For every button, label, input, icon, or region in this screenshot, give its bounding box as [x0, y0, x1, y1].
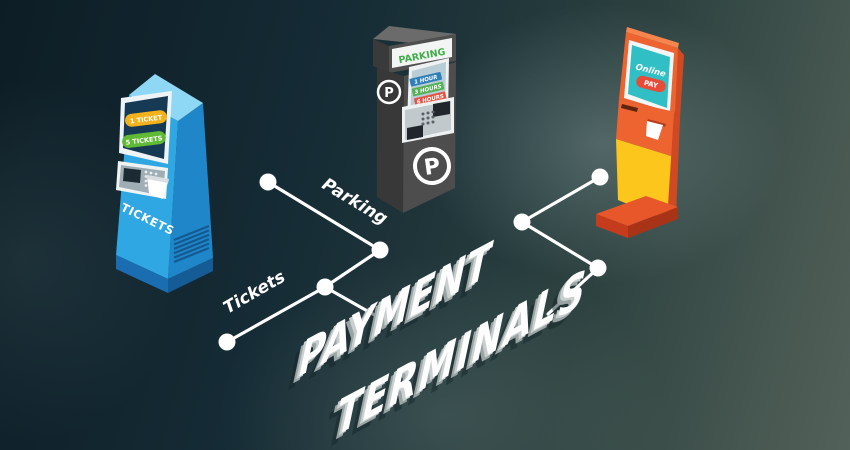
six-hours-button [413, 91, 447, 107]
meter-keypad-keys [421, 110, 435, 126]
pay-button: PAY [636, 75, 666, 93]
connector-dot [218, 333, 236, 351]
one-hour-button [409, 71, 443, 87]
kiosk-front-panel [616, 139, 674, 221]
kiosk-screen [628, 45, 670, 108]
connector-dot [513, 213, 531, 231]
pay-button-label: PAY [643, 79, 660, 90]
kiosk-receipt [646, 121, 663, 140]
connector-dot [259, 173, 277, 191]
big-p-badge: P [413, 147, 451, 185]
connector-right [518, 175, 602, 316]
ticket-machine-side-face [168, 103, 213, 279]
parking-sign-panel [392, 38, 452, 68]
parking-meter: PARKING P 1 HOUR 3 HOURS 6 HOURS [373, 26, 456, 213]
kiosk-head-side [674, 48, 684, 118]
connector-left [225, 180, 387, 344]
kiosk-neck-front [616, 99, 675, 157]
small-p-badge: P [376, 79, 402, 105]
connector-right-dots [513, 168, 609, 277]
small-p-symbol: P [384, 86, 394, 101]
big-p-symbol: P [422, 154, 441, 181]
kiosk-body-side [667, 112, 680, 221]
duration-buttons: 1 HOUR 3 HOURS 6 HOURS [409, 71, 447, 107]
one-ticket-button: 1 TICKET [125, 110, 167, 127]
tickets-line-label: Tickets [220, 267, 289, 318]
connector-left-branch [323, 285, 387, 323]
meter-body-left-face [377, 68, 404, 213]
printed-ticket-fold [147, 175, 169, 183]
connector-dot [371, 241, 389, 259]
kiosk-head-top-strip [626, 27, 679, 48]
three-hours-button [411, 81, 445, 97]
ticket-machine-base-side [168, 258, 213, 293]
title-3d: PAYMENT PAYMENT PAYMENT PAYMENT TERMINAL… [282, 229, 593, 450]
connector-dot [589, 259, 607, 277]
connector-right-line [518, 175, 602, 316]
connector-left-dots [218, 173, 389, 351]
connector-left-line [225, 180, 383, 344]
connector-dot [591, 168, 609, 186]
ticket-screen [123, 96, 168, 159]
meter-cap-front [373, 39, 389, 73]
kiosk-card-slot [621, 104, 638, 112]
one-hour-label: 1 HOUR [414, 75, 438, 86]
kiosk-base-front [596, 214, 628, 238]
ticket-machine-base-front [116, 255, 168, 293]
meter-keypad-display-bottom [407, 125, 423, 140]
vent-lines [173, 224, 210, 264]
meter-keypad-display-top [433, 101, 450, 117]
ticket-machine: 1 TICKET 5 TICKETS TICKETS [116, 74, 213, 293]
connector-dot [316, 278, 334, 296]
kiosk-base-top [596, 196, 678, 226]
five-tickets-button: 5 TICKETS [122, 131, 166, 148]
online-pay-kiosk: Online PAY [596, 27, 684, 238]
one-ticket-button-label: 1 TICKET [130, 113, 164, 125]
kiosk-base-side [628, 207, 678, 238]
keypad-display [123, 168, 141, 183]
